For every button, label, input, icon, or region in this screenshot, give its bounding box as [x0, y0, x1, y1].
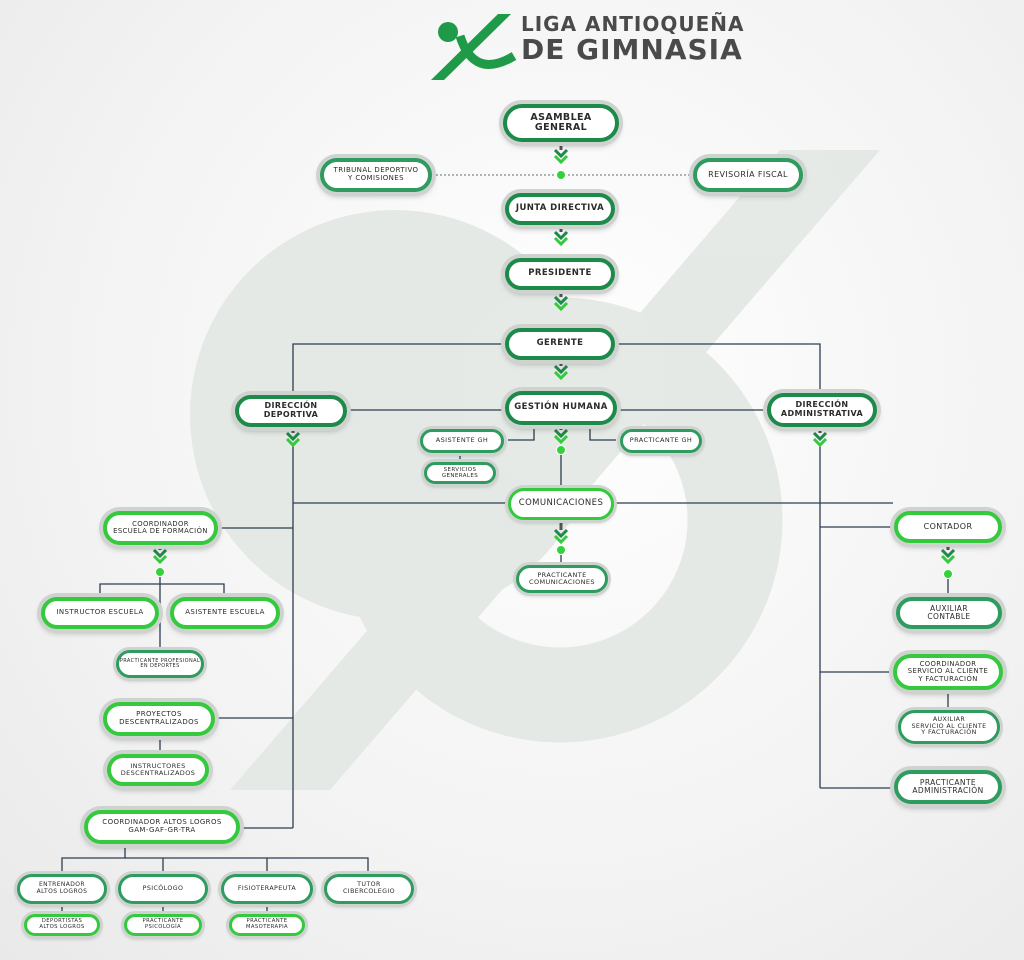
node-practicante-psicologia: PRACTICANTE PSICOLOGÍA — [124, 914, 202, 936]
node-instructores-descentralizados: INSTRUCTORES DESCENTRALIZADOS — [107, 754, 209, 786]
double-chevron-icon — [152, 542, 168, 565]
double-chevron-icon — [553, 142, 569, 165]
node-practicante-gh: PRACTICANTE GH — [620, 429, 702, 453]
node-entrenador: ENTRENADOR ALTOS LOGROS — [17, 874, 107, 904]
node-proyectos-descentralizados: PROYECTOS DESCENTRALIZADOS — [103, 702, 215, 736]
node-contador: CONTADOR — [894, 511, 1002, 543]
node-tribunal: TRIBUNAL DEPORTIVO Y COMISIONES — [320, 158, 432, 192]
node-coordinador-escuela: COORDINADOR ESCUELA DE FORMACIÓN — [103, 511, 218, 545]
node-gestion-humana: GESTIÓN HUMANA — [505, 391, 617, 425]
node-fisioterapeuta: FISIOTERAPEUTA — [221, 874, 313, 904]
double-chevron-icon — [553, 289, 569, 312]
node-asamblea-general: ASAMBLEA GENERAL — [503, 104, 619, 142]
node-direccion-administrativa: DIRECCIÓN ADMINISTRATIVA — [767, 393, 877, 427]
node-direccion-deportiva: DIRECCIÓN DEPORTIVA — [235, 395, 347, 427]
node-practicante-profesional: PRACTICANTE PROFESIONAL EN DEPORTES — [116, 650, 204, 678]
node-servicios-generales: SERVICIOS GENERALES — [424, 462, 496, 484]
node-practicante-administracion: PRACTICANTE ADMINISTRACIÓN — [894, 770, 1002, 804]
node-practicante-masoterapia: PRACTICANTE MASOTERAPIA — [229, 914, 305, 936]
logo-line1: LIGA ANTIOQUEÑA — [521, 12, 745, 36]
node-auxiliar-servicio: AUXILIAR SERVICIO AL CLIENTE Y FACTURACI… — [898, 710, 1000, 744]
node-auxiliar-contable: AUXILIAR CONTABLE — [896, 597, 1002, 629]
node-instructor-escuela: INSTRUCTOR ESCUELA — [41, 597, 159, 629]
node-comunicaciones: COMUNICACIONES — [508, 488, 614, 520]
double-chevron-icon — [940, 542, 956, 565]
node-deportistas: DEPORTISTAS ALTOS LOGROS — [24, 914, 100, 936]
node-psicologo: PSICÓLOGO — [118, 874, 208, 904]
node-gerente: GERENTE — [505, 328, 615, 360]
gymnast-logo-icon — [431, 14, 517, 80]
node-tutor-cibercolegio: TUTOR CIBERCOLEGIO — [324, 874, 414, 904]
double-chevron-icon — [553, 522, 569, 545]
node-practicante-comunicaciones: PRACTICANTE COMUNICACIONES — [516, 565, 608, 593]
node-presidente: PRESIDENTE — [505, 258, 615, 290]
node-asistente-gh: ASISTENTE GH — [420, 429, 504, 453]
double-chevron-icon — [812, 425, 828, 448]
logo-line2: DE GIMNASIA — [521, 33, 743, 66]
node-coordinador-altos-logros: COORDINADOR ALTOS LOGROS GAM-GAF-GR-TRA — [84, 810, 240, 844]
node-junta-directiva: JUNTA DIRECTIVA — [505, 193, 615, 225]
node-revisoria-fiscal: REVISORÍA FISCAL — [693, 158, 803, 192]
node-coordinador-servicio: COORDINADOR SERVICIO AL CLIENTE Y FACTUR… — [893, 654, 1003, 690]
double-chevron-icon — [553, 224, 569, 247]
node-asistente-escuela: ASISTENTE ESCUELA — [170, 597, 280, 629]
